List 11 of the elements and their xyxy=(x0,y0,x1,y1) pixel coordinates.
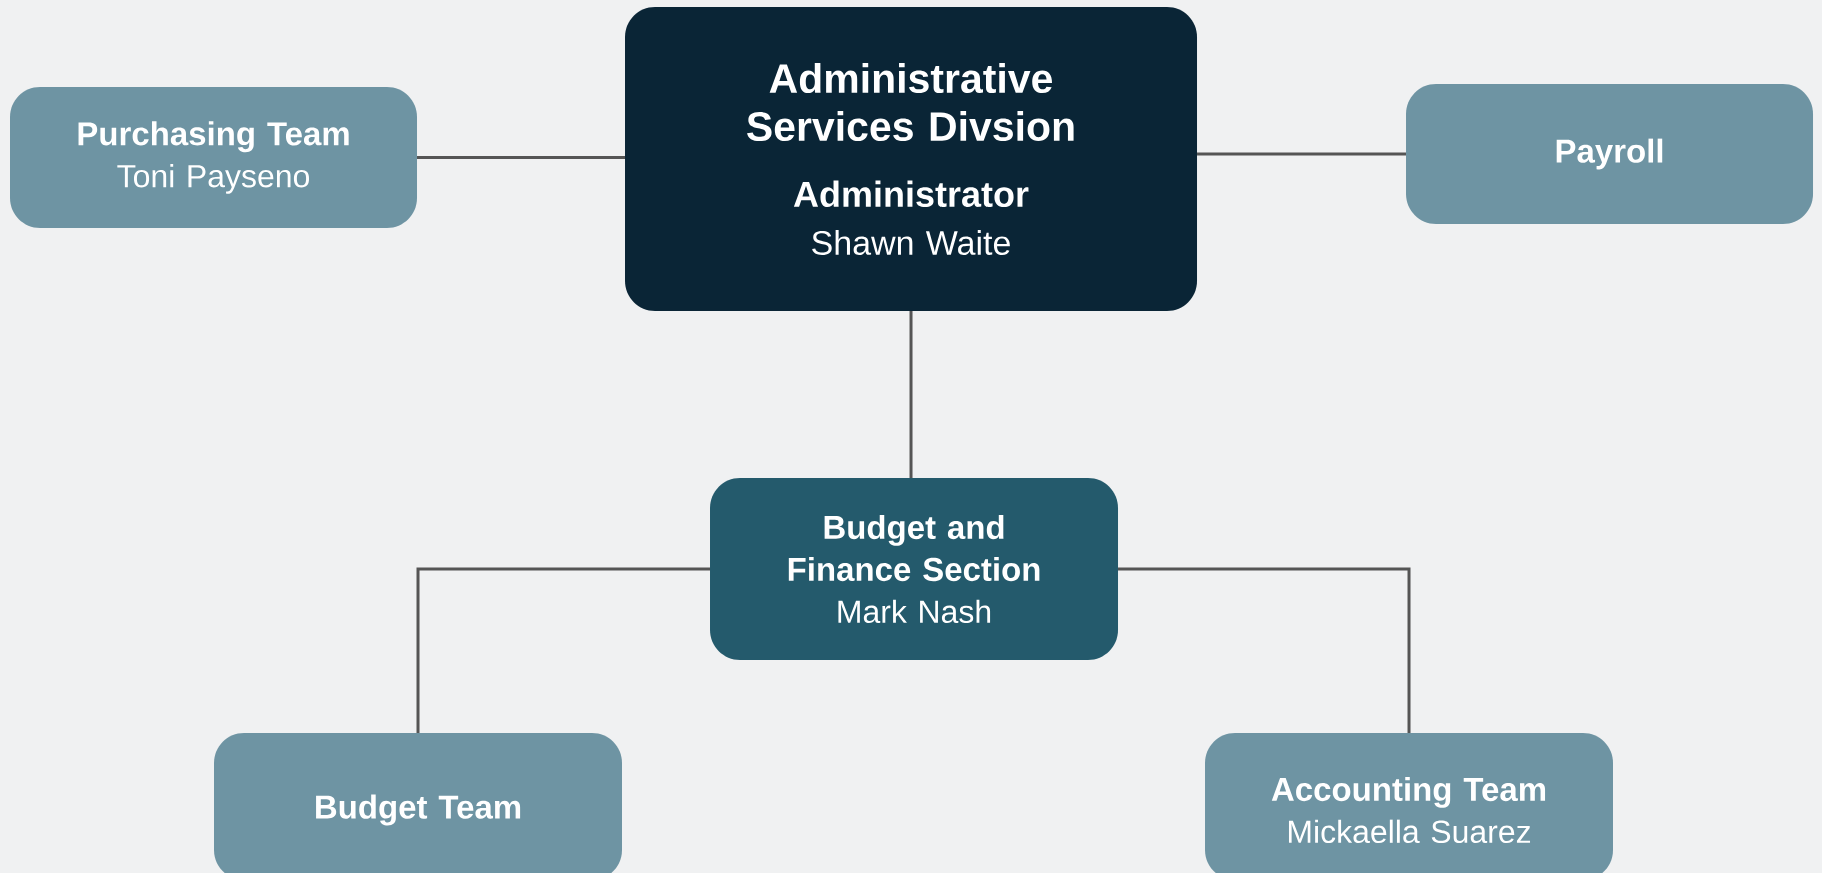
connector-line xyxy=(417,156,625,159)
team-box: Budget Team xyxy=(214,733,622,873)
connector-line xyxy=(416,567,710,733)
team-box: Accounting Team Mickaella Suarez xyxy=(1205,733,1613,873)
connector-line xyxy=(1118,567,1411,733)
division-box: Administrative Services Divsion Administrator Shawn Waite xyxy=(625,7,1197,311)
section-box: Budget and Finance Section Mark Nash xyxy=(710,478,1118,660)
connector-line xyxy=(1197,152,1406,156)
team-box: Payroll xyxy=(1406,84,1813,224)
team-box: Purchasing Team Toni Payseno xyxy=(10,87,417,228)
connector-line xyxy=(909,311,913,478)
